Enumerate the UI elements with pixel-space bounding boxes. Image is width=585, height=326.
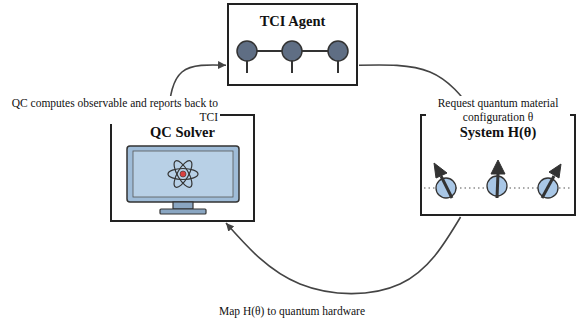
edge-label: Map H(θ) to quantum hardware: [200, 304, 384, 318]
agent-box: TCI Agent: [227, 3, 358, 86]
cycle-arrow: [226, 217, 461, 294]
system-box: System H(θ): [420, 114, 576, 216]
box-title: QC Solver: [112, 124, 253, 141]
solver-box: QC Solver: [110, 114, 255, 222]
tensor-train-icon: [237, 41, 348, 73]
box-title: TCI Agent: [229, 13, 356, 30]
spin-chain-icon: [424, 160, 572, 198]
box-title: System H(θ): [422, 124, 574, 141]
edge-label: Request quantum material configuration θ: [426, 96, 570, 124]
computer-icon: [127, 146, 239, 214]
edge-label: QC computes observable and reports back …: [2, 96, 220, 124]
